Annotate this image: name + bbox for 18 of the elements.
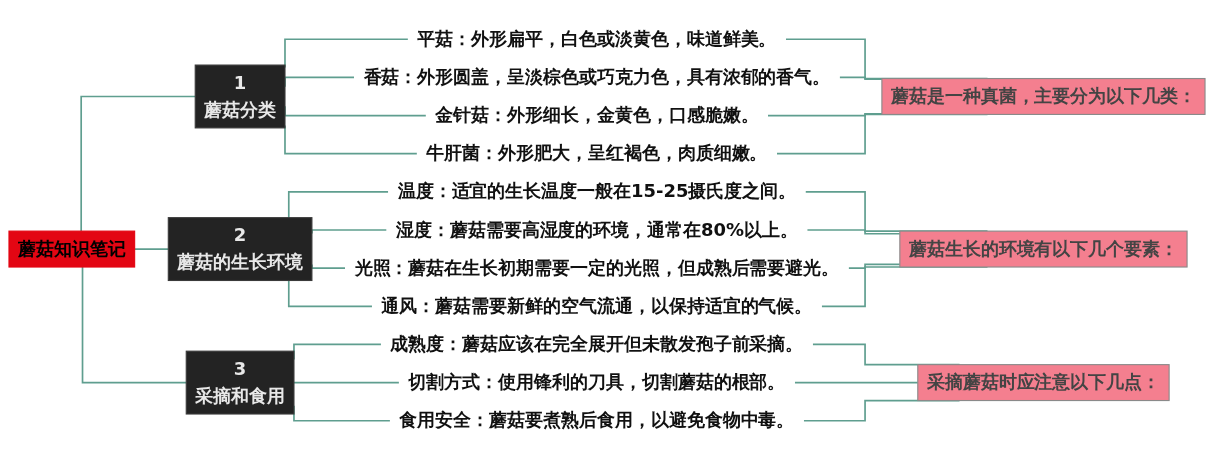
node-box: 蘑菇知识笔记 [8,230,136,268]
node-box: 蘑菇是一种真菌，主要分为以下几类： [881,77,1206,115]
node-box: 采摘蘑菇时应注意以下几点： [917,364,1170,402]
node-box: 3 采摘和食用 [185,350,295,415]
node-text: 湿度：蘑菇需要高湿度的环境，通常在80%以上。 [395,218,798,241]
node-text: 光照：蘑菇在生长初期需要一定的光照，但成熟后需要避光。 [354,256,840,279]
node-text: 平菇：外形扁平，白色或淡黄色，味道鲜美。 [417,28,777,50]
node-text: 成熟度：蘑菇应该在完全展开但未散发孢子前采摘。 [390,333,804,355]
node-text: 切割方式：使用锋利的刀具，切割蘑菇的根部。 [408,371,786,393]
node-text: 金针菇：外形细长，金黄色，口感脆嫩。 [435,104,759,126]
node-text: 牛肝菌：外形肥大，呈红褐色，肉质细嫩。 [426,142,768,164]
node-text: 香菇：外形圆盖，呈淡棕色或巧克力色，具有浓郁的香气。 [363,66,831,88]
node-box: 1 蘑菇分类 [194,64,286,129]
node-text: 食用安全：蘑菇要煮熟后食用，以避免食物中毒。 [399,409,795,431]
node-box: 蘑菇生长的环境有以下几个要素： [899,230,1188,268]
node-text: 通风：蘑菇需要新鲜的空气流通，以保持适宜的气候。 [381,295,813,317]
node-text: 温度：适宜的生长温度一般在15-25摄氏度之间。 [397,180,797,202]
node-box: 2 蘑菇的生长环境 [167,217,313,282]
